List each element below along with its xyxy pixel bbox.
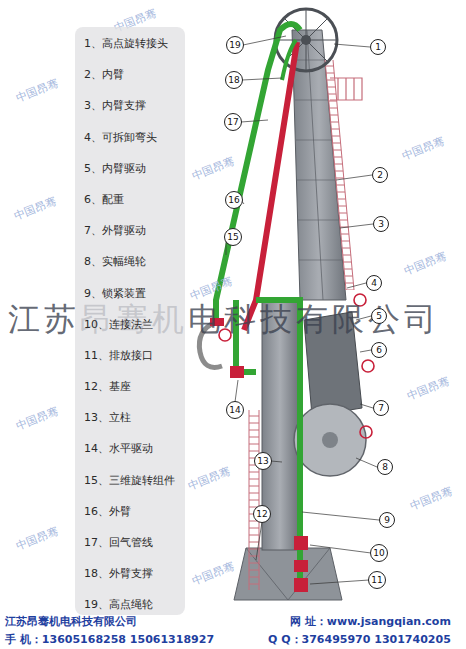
part-name: 5、内臂驱动 (84, 162, 179, 193)
callout-circle: 11 (368, 571, 386, 589)
callout-number: 11 (371, 576, 382, 585)
part-name: 9、锁紧装置 (84, 287, 179, 318)
callout-number: 16 (228, 196, 239, 205)
platform-railing (330, 78, 362, 100)
callout-circle: 2 (372, 167, 388, 183)
callout-number: 12 (256, 510, 267, 519)
part-name: 7、外臂驱动 (84, 224, 179, 255)
callout-circle: 12 (253, 505, 271, 523)
callout-number: 1 (375, 43, 381, 52)
watermark: 中国昂骞 (400, 134, 446, 164)
callout-number: 2 (377, 171, 383, 180)
part-name: 6、配重 (84, 193, 179, 224)
watermark: 中国昂骞 (405, 374, 451, 404)
footer-text: 网 址：www.jsangqian.com (290, 614, 451, 629)
part-name: 1、高点旋转接头 (84, 37, 179, 68)
callout-circle: 10 (370, 544, 388, 562)
footer-text: 手 机：13605168258 15061318927 (5, 632, 214, 647)
callout-circle: 4 (366, 275, 382, 291)
callout-circle: 9 (379, 512, 395, 528)
watermark: 中国昂骞 (14, 76, 60, 106)
callout-circle: 5 (371, 308, 387, 324)
callout-circle: 8 (377, 459, 393, 475)
part-name: 18、外臂支撑 (84, 567, 179, 598)
part-name: 4、可拆卸弯头 (84, 131, 179, 162)
callout-circle: 14 (226, 401, 244, 419)
part-name: 13、立柱 (84, 411, 179, 442)
part-name: 16、外臂 (84, 505, 179, 536)
part-name: 15、三维旋转组件 (84, 474, 179, 505)
watermark: 中国昂骞 (186, 464, 232, 494)
watermark: 中国昂骞 (190, 559, 236, 589)
watermark: 中国昂骞 (14, 524, 60, 554)
part-name: 17、回气管线 (84, 536, 179, 567)
callout-circle: 19 (226, 36, 244, 54)
part-name: 8、实幅绳轮 (84, 255, 179, 286)
watermark: 中国昂骞 (14, 404, 60, 434)
parts-list-panel: 1、高点旋转接头2、内臂3、内臂支撑4、可拆卸弯头5、内臂驱动6、配重7、外臂驱… (75, 27, 185, 615)
callout-circle: 7 (373, 400, 389, 416)
footer-band (0, 611, 466, 649)
callout-number: 19 (229, 41, 240, 50)
callout-circle: 6 (371, 342, 387, 358)
watermark: 中国昂骞 (402, 249, 448, 279)
watermark: 中国昂骞 (408, 484, 454, 514)
callout-number: 17 (227, 118, 238, 127)
callout-number: 8 (382, 463, 388, 472)
part-name: 2、内臂 (84, 68, 179, 99)
joints (210, 318, 308, 592)
ladder (249, 410, 259, 590)
tower-ladder (325, 60, 354, 290)
watermark: 中国昂骞 (190, 154, 236, 184)
callout-circle: 3 (373, 216, 389, 232)
callout-number: 13 (257, 457, 268, 466)
callout-circle: 1 (370, 39, 386, 55)
callout-number: 4 (371, 279, 377, 288)
footer-text: Q Q：376495970 1301740205 (268, 632, 451, 647)
part-name: 14、水平驱动 (84, 442, 179, 473)
footer-text: 江苏昂骞机电科技有限公司 (5, 614, 137, 629)
part-name: 3、内臂支撑 (84, 99, 179, 130)
callout-number: 3 (378, 220, 384, 229)
part-name: 11、排放接口 (84, 349, 179, 380)
part-name: 10、连接法兰 (84, 318, 179, 349)
callout-number: 7 (378, 404, 384, 413)
callout-circle: 17 (224, 113, 242, 131)
callout-number: 10 (373, 549, 384, 558)
outer-arm (244, 42, 297, 330)
callout-number: 5 (376, 312, 382, 321)
part-name: 12、基座 (84, 380, 179, 411)
solid-sheave (294, 404, 366, 476)
watermark: 中国昂骞 (12, 194, 58, 224)
callout-number: 18 (228, 76, 239, 85)
callout-circle: 16 (225, 191, 243, 209)
callout-circle: 18 (225, 71, 243, 89)
callout-number: 14 (229, 406, 240, 415)
callout-circle: 15 (224, 228, 242, 246)
callout-circle: 13 (254, 452, 272, 470)
watermark: 中国昂骞 (188, 274, 234, 304)
callout-number: 9 (384, 516, 390, 525)
callout-number: 6 (376, 346, 382, 355)
callout-number: 15 (227, 233, 238, 242)
